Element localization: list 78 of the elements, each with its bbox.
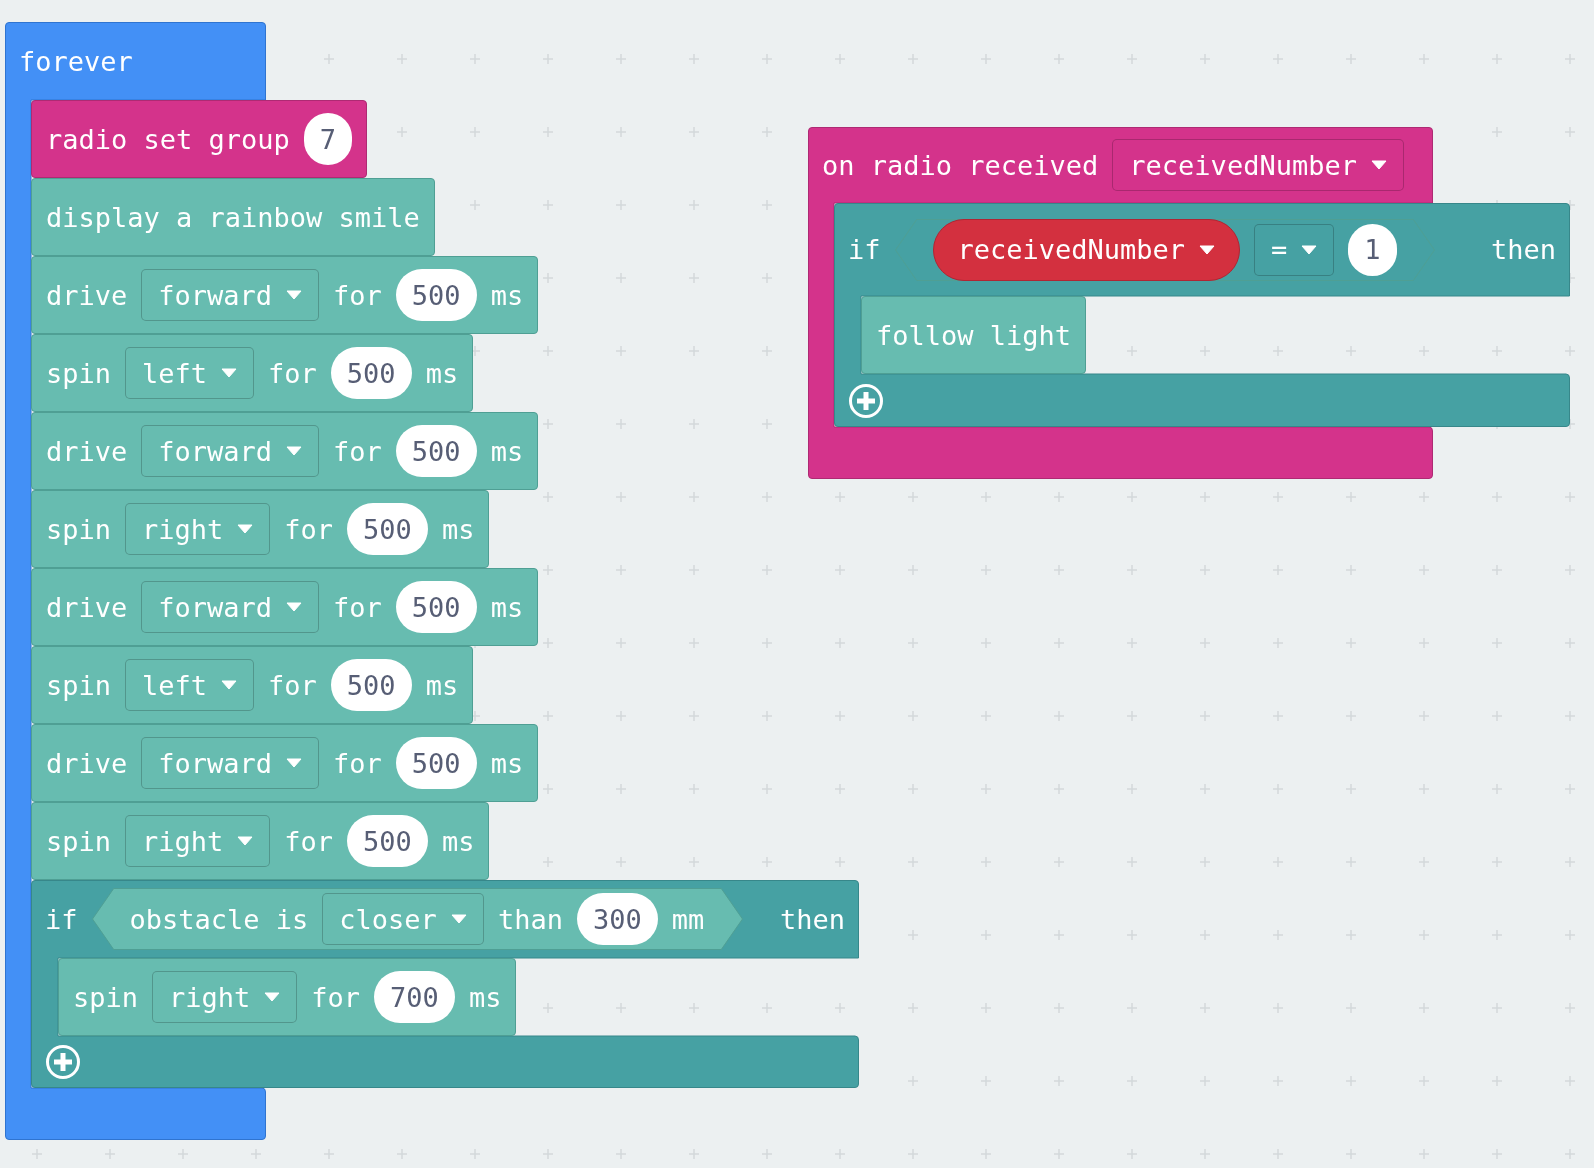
block-label: mm <box>671 903 705 935</box>
block-label: for <box>268 669 317 701</box>
dropdown-menu: forward <box>141 581 320 633</box>
block-label: if <box>848 234 881 265</box>
dropdown-menu: forward <box>141 737 320 789</box>
block-label: spin <box>46 825 112 857</box>
number-field: 7 <box>303 113 353 165</box>
block-label: forever <box>19 45 133 77</box>
block-label: follow light <box>876 319 1072 351</box>
dropdown-menu: forward <box>141 425 320 477</box>
block-label: ms <box>490 435 524 467</box>
block-label: ms <box>468 981 502 1013</box>
number-field: 500 <box>347 503 428 555</box>
block-label: drive <box>46 435 128 467</box>
code-block <box>58 958 517 1036</box>
dropdown-menu: closer <box>322 893 484 945</box>
dropdown-menu: right <box>152 971 298 1023</box>
code-block <box>31 724 539 802</box>
block-label: ms <box>425 357 459 389</box>
number-field: 500 <box>395 581 477 633</box>
number-field: 500 <box>330 659 412 711</box>
block-label: drive <box>46 279 128 311</box>
variable-dropdown: receivedNumber <box>932 218 1241 281</box>
code-block <box>31 256 539 334</box>
block-label: for <box>311 981 361 1013</box>
block-label: drive <box>46 747 128 779</box>
block-label: on radio received <box>822 149 1099 181</box>
code-block <box>31 412 539 490</box>
code-block <box>861 296 1087 374</box>
block-label: than <box>497 903 563 935</box>
if-block <box>834 203 1570 427</box>
code-block <box>31 334 474 412</box>
code-block <box>31 490 490 568</box>
block-label: ms <box>490 279 524 311</box>
number-field: 500 <box>347 815 428 867</box>
block-label: for <box>333 591 382 623</box>
block-label: obstacle is <box>129 903 309 935</box>
dropdown-menu: left <box>125 347 255 399</box>
code-block <box>31 802 490 880</box>
dropdown-menu: left <box>125 659 255 711</box>
block-label: ms <box>490 747 524 779</box>
block-label: radio set group <box>46 123 290 155</box>
number-field: 500 <box>395 425 477 477</box>
code-block <box>31 568 539 646</box>
block-label: ms <box>490 591 524 623</box>
block-label: ms <box>425 669 459 701</box>
if-block <box>31 880 859 1088</box>
number-field: 700 <box>374 971 455 1023</box>
number-field: 500 <box>395 269 477 321</box>
code-block <box>31 100 368 178</box>
dropdown-menu: right <box>125 815 271 867</box>
block-label: for <box>268 357 317 389</box>
block-label: display a rainbow smile <box>46 201 420 233</box>
block-label: for <box>333 435 382 467</box>
code-block <box>31 646 474 724</box>
block-label: for <box>333 279 382 311</box>
block-label: spin <box>46 357 112 389</box>
block-label: spin <box>73 981 139 1013</box>
block-label: for <box>333 747 382 779</box>
block-label: spin <box>46 669 112 701</box>
block-label: then <box>1490 234 1556 265</box>
block-label: then <box>779 903 845 935</box>
block-label: drive <box>46 591 128 623</box>
condition-block <box>91 888 743 950</box>
dropdown-menu: right <box>125 503 271 555</box>
block-label: for <box>284 513 334 545</box>
block-label: ms <box>441 825 475 857</box>
condition-block <box>894 218 1435 281</box>
dropdown-menu: receivedNumber <box>1112 139 1404 191</box>
number-field: 500 <box>395 737 477 789</box>
code-block <box>31 178 435 256</box>
block-label: spin <box>46 513 112 545</box>
block-label: for <box>284 825 334 857</box>
dropdown-menu: forward <box>141 269 320 321</box>
dropdown-menu: = <box>1254 223 1335 276</box>
block-label: ms <box>441 513 475 545</box>
block-label: if <box>45 903 78 935</box>
number-field: 500 <box>330 347 412 399</box>
